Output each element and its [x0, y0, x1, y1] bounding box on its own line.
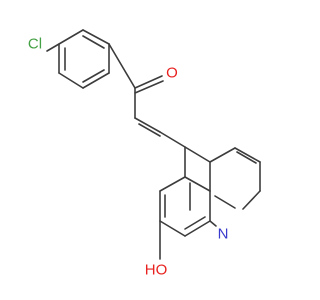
- chemical-structure: Cl O N HO: [28, 29, 261, 279]
- bond-line: [234, 147, 261, 163]
- bond-line: [82, 69, 105, 83]
- bond-line: [58, 72, 84, 89]
- bond-line: [214, 195, 236, 209]
- bond-line: [58, 29, 84, 45]
- quinoline-nitrogen-label: N: [218, 226, 229, 243]
- bond-line: [236, 151, 257, 164]
- bond-line: [159, 176, 186, 192]
- bond-line: [184, 216, 206, 230]
- bond-line: [82, 72, 110, 89]
- bond-line: [82, 35, 105, 49]
- hydroxyl-label: HO: [145, 262, 168, 279]
- bond-line: [159, 131, 186, 148]
- bond-line: [46, 43, 60, 52]
- bond-line: [184, 176, 211, 192]
- bond-line: [159, 220, 186, 237]
- chlorine-label: Cl: [28, 36, 42, 53]
- bond-line: [138, 123, 161, 137]
- bond-line: [134, 117, 161, 133]
- bond-line: [209, 147, 236, 163]
- bond-line: [184, 146, 211, 163]
- ketone-oxygen-label: O: [166, 65, 178, 82]
- structure-canvas: Cl O N HO: [28, 29, 261, 279]
- bond-line: [82, 29, 110, 45]
- bond-line: [134, 75, 163, 89]
- bond-line: [134, 80, 164, 94]
- bond-lines: [46, 29, 261, 260]
- bond-line: [184, 220, 211, 237]
- bond-line: [242, 190, 261, 210]
- bond-line: [108, 43, 136, 89]
- bond-line: [209, 220, 217, 227]
